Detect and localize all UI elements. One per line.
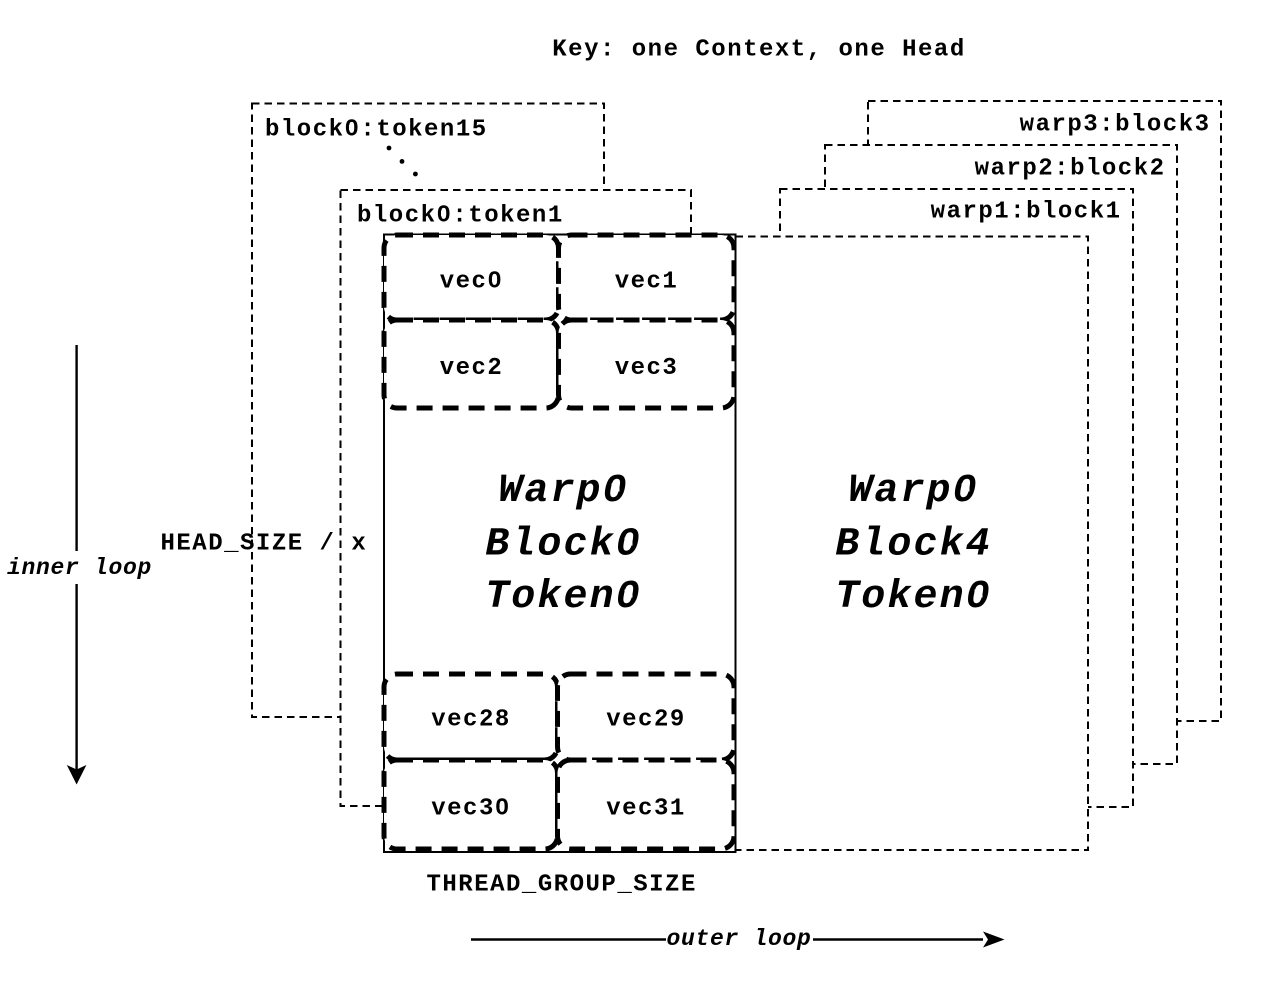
svg-text:HEAD_SIZE / x: HEAD_SIZE / x bbox=[161, 531, 368, 558]
svg-text:warp1:block1: warp1:block1 bbox=[931, 199, 1122, 226]
svg-text:THREAD_GROUP_SIZE: THREAD_GROUP_SIZE bbox=[427, 872, 697, 899]
svg-text:vec2: vec2 bbox=[440, 355, 504, 382]
svg-text:vec28: vec28 bbox=[431, 707, 511, 734]
svg-text:Key: one Context, one Head: Key: one Context, one Head bbox=[552, 37, 965, 64]
svg-text:Token0: Token0 bbox=[485, 575, 642, 620]
svg-text:warp3:block3: warp3:block3 bbox=[1020, 112, 1211, 139]
svg-text:Warp0: Warp0 bbox=[848, 469, 979, 514]
svg-text:block0:token1: block0:token1 bbox=[357, 203, 564, 230]
svg-text:outer loop: outer loop bbox=[667, 926, 812, 952]
svg-text:Block0: Block0 bbox=[485, 523, 642, 568]
svg-text:Warp0: Warp0 bbox=[498, 469, 629, 514]
svg-text:vec30: vec30 bbox=[431, 796, 511, 823]
svg-text:vec0: vec0 bbox=[440, 269, 504, 296]
svg-text:Token0: Token0 bbox=[835, 575, 992, 620]
svg-text:inner loop: inner loop bbox=[7, 555, 152, 581]
svg-text:block0:token15: block0:token15 bbox=[265, 117, 488, 144]
svg-text:vec1: vec1 bbox=[615, 269, 679, 296]
svg-text:vec29: vec29 bbox=[606, 707, 686, 734]
svg-text:vec31: vec31 bbox=[606, 796, 686, 823]
svg-text:warp2:block2: warp2:block2 bbox=[975, 156, 1166, 183]
svg-text:Block4: Block4 bbox=[835, 523, 992, 568]
svg-text:vec3: vec3 bbox=[615, 355, 679, 382]
